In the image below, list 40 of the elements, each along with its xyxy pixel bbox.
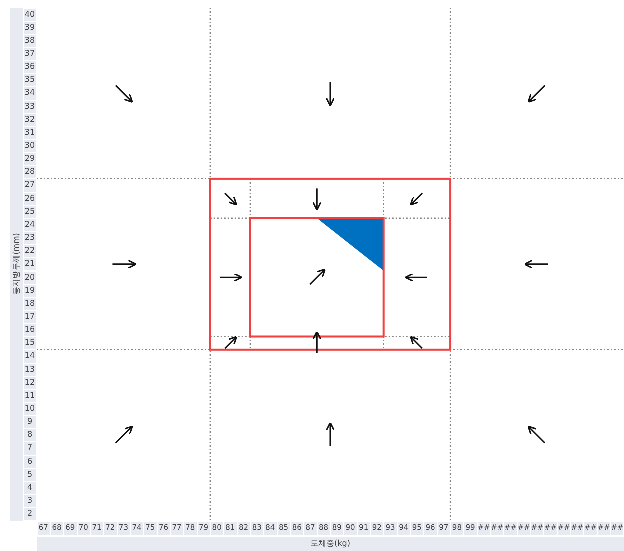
tick-label: 10 xyxy=(24,403,36,416)
tick-label: 36 xyxy=(24,61,36,74)
tick-label: 24 xyxy=(24,218,36,232)
tick-label: 9 xyxy=(24,416,36,428)
tick-label: 12 xyxy=(24,376,36,389)
tick-label: 38 xyxy=(24,34,36,47)
tick-label: 13 xyxy=(24,364,36,376)
tick-label: 37 xyxy=(24,48,36,60)
tick-label: 23 xyxy=(24,232,36,244)
tick-label: 39 xyxy=(24,22,36,34)
tick-label: 22 xyxy=(24,245,36,258)
tick-label: 25 xyxy=(24,206,36,218)
tick-label: 2 xyxy=(24,508,36,520)
tick-label: 8 xyxy=(24,429,36,442)
tick-label: 32 xyxy=(24,114,36,126)
tick-label: 16 xyxy=(24,324,36,336)
tick-label: 35 xyxy=(24,74,36,86)
tick-label: 18 xyxy=(24,298,36,310)
tick-label: 31 xyxy=(24,126,36,139)
tick-label: 3 xyxy=(24,495,36,508)
tick-label: 17 xyxy=(24,310,36,324)
tick-label: 34 xyxy=(24,87,36,100)
tick-label: 21 xyxy=(24,258,36,270)
tick-label: 30 xyxy=(24,140,36,152)
tick-label: 29 xyxy=(24,153,36,166)
axis-title: 등지방두께(mm) xyxy=(10,232,22,298)
tick-label: 6 xyxy=(24,456,36,468)
tick-label: 26 xyxy=(24,192,36,205)
tick-label: 19 xyxy=(24,284,36,297)
tick-label: 28 xyxy=(24,166,36,178)
tick-label: 40 xyxy=(24,8,36,21)
tick-label: 27 xyxy=(24,179,36,192)
tick-label: 7 xyxy=(24,442,36,455)
tick-label: 14 xyxy=(24,350,36,363)
tick-label: 20 xyxy=(24,272,36,284)
tick-label: 15 xyxy=(24,337,36,350)
tick-label: 11 xyxy=(24,390,36,402)
tick-label: 4 xyxy=(24,482,36,494)
tick-label: 5 xyxy=(24,468,36,481)
tick-label: 33 xyxy=(24,100,36,113)
